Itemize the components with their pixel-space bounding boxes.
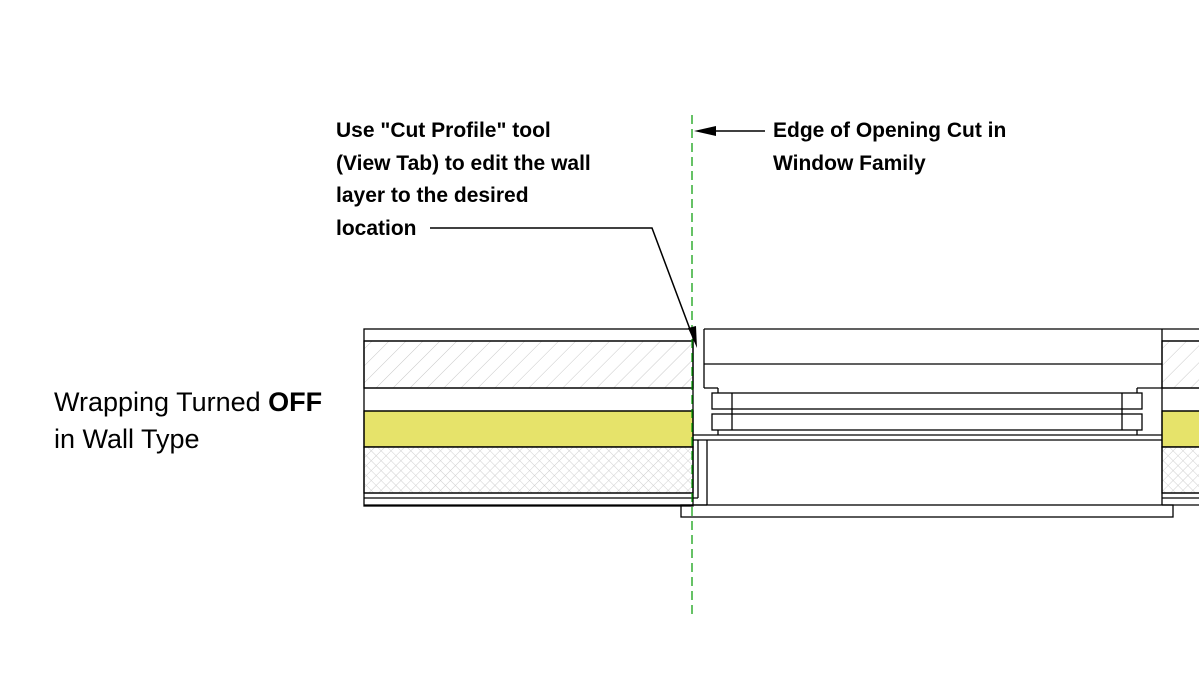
note-line: location (336, 216, 417, 240)
note-line: layer to the desired (336, 184, 529, 207)
wrapping-label: Wrapping Turned OFF in Wall Type (54, 384, 322, 458)
label-text: Wrapping Turned (54, 387, 269, 417)
cut-profile-leader (430, 227, 695, 341)
leader-arrowhead-icon (688, 326, 697, 348)
note-line: Use "Cut Profile" tool (336, 119, 551, 142)
note-line: Window Family (773, 151, 926, 175)
label-text: in Wall Type (54, 424, 200, 454)
opening-edge-note: Edge of Opening Cut in Window Family (773, 115, 1006, 180)
note-line: Edge of Opening Cut in (773, 119, 1007, 142)
right-wall (1161, 328, 1199, 506)
window-frame (364, 328, 1174, 518)
cut-profile-note: Use "Cut Profile" tool (View Tab) to edi… (336, 115, 591, 245)
label-bold-text: OFF (268, 387, 323, 417)
left-wall (363, 328, 698, 507)
note-line: (View Tab) to edit the wall (336, 151, 591, 175)
opening-edge-arrowhead-icon (694, 126, 716, 136)
